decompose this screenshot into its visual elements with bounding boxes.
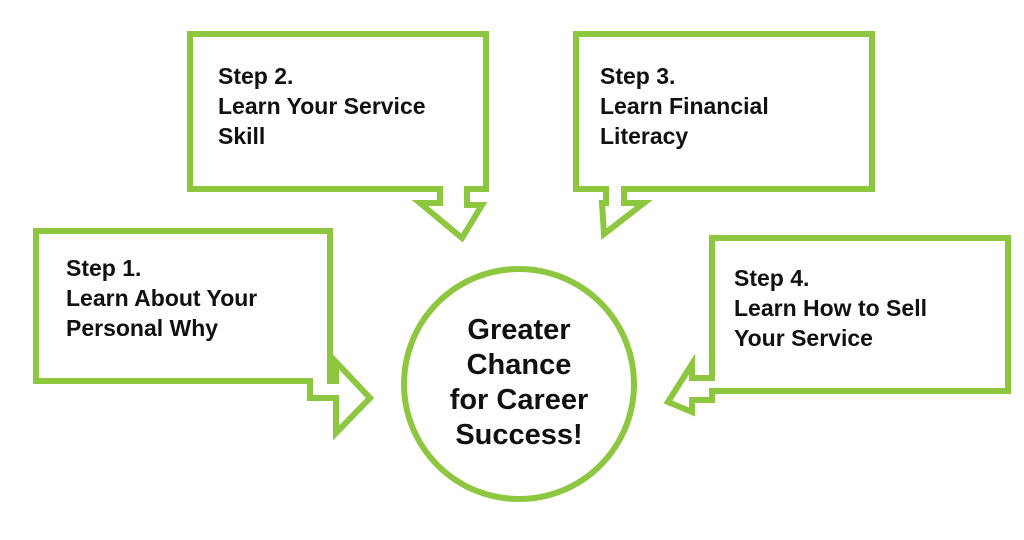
step-3-line-2: Literacy [600,123,688,149]
step-3-label: Step 3. [600,63,675,89]
step-4-label: Step 4. [734,265,809,291]
step-1-callout-shape [33,228,375,441]
center-line-1: Greater [467,314,570,346]
step-2-label: Step 2. [218,63,293,89]
step-4-line-2: Your Service [734,325,873,351]
step-2-line-2: Skill [218,123,265,149]
step-1-label: Step 1. [66,255,141,281]
center-line-2: Chance [467,349,572,381]
center-goal: Greater Chance for Career Success! [401,266,637,502]
step-4-line-1: Learn How to Sell [734,295,927,321]
step-1-line-2: Personal Why [66,315,218,341]
step-4-callout-shape [663,235,1011,417]
step-3-callout: Step 3. Learn Financial Literacy [573,31,875,240]
step-2-callout: Step 2. Learn Your Service Skill [187,31,489,243]
step-1-line-1: Learn About Your [66,285,257,311]
step-1-callout: Step 1. Learn About Your Personal Why [33,228,375,441]
step-4-callout: Step 4. Learn How to Sell Your Service [663,235,1011,417]
step-2-callout-shape [187,31,489,243]
step-3-callout-shape [573,31,875,240]
step-2-line-1: Learn Your Service [218,93,426,119]
center-line-3: for Career [450,384,589,416]
center-line-4: Success! [455,419,582,451]
step-3-line-1: Learn Financial [600,93,769,119]
center-circle [401,266,637,502]
